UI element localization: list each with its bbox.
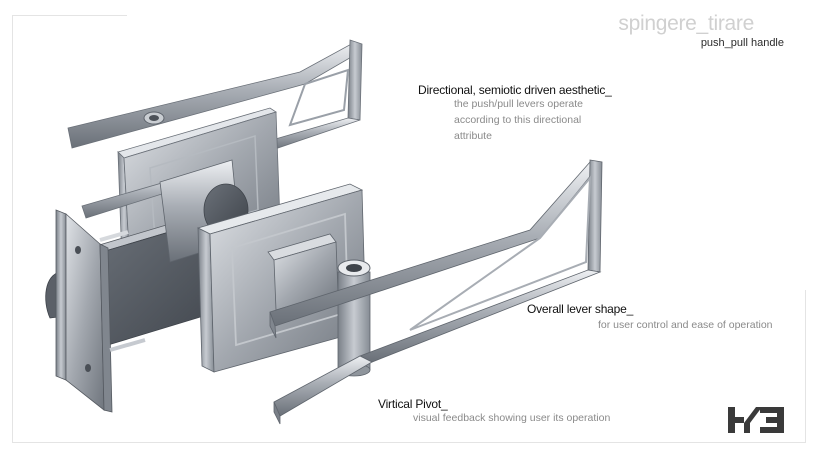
annotation-directional-line-2: according to this directional xyxy=(454,114,582,126)
front-lever xyxy=(269,159,603,425)
frame-right-line xyxy=(805,290,806,443)
h3-logo-shape xyxy=(728,407,784,433)
annotation-directional-line-1: the push/pull levers operate xyxy=(454,98,583,110)
annotation-lever-shape-line-1: for user control and ease of operation xyxy=(598,319,773,331)
back-lever xyxy=(67,39,363,151)
annotation-lever-shape-heading: Overall lever shape_ xyxy=(527,302,634,316)
page-title: spingere_tirare xyxy=(618,12,754,35)
annotation-directional-line-3: attribute xyxy=(454,130,492,142)
frame-bottom-line xyxy=(12,442,805,443)
annotation-pivot-heading: Virtical Pivot_ xyxy=(378,397,448,411)
frame-left-line xyxy=(12,15,13,443)
annotation-pivot-line-1: visual feedback showing user its operati… xyxy=(413,412,611,424)
h3-logo-icon xyxy=(728,405,788,435)
frame-top-line xyxy=(12,15,127,16)
page-subtitle: push_pull handle xyxy=(700,37,784,49)
annotation-directional-heading: Directional, semiotic driven aesthetic_ xyxy=(418,83,612,97)
